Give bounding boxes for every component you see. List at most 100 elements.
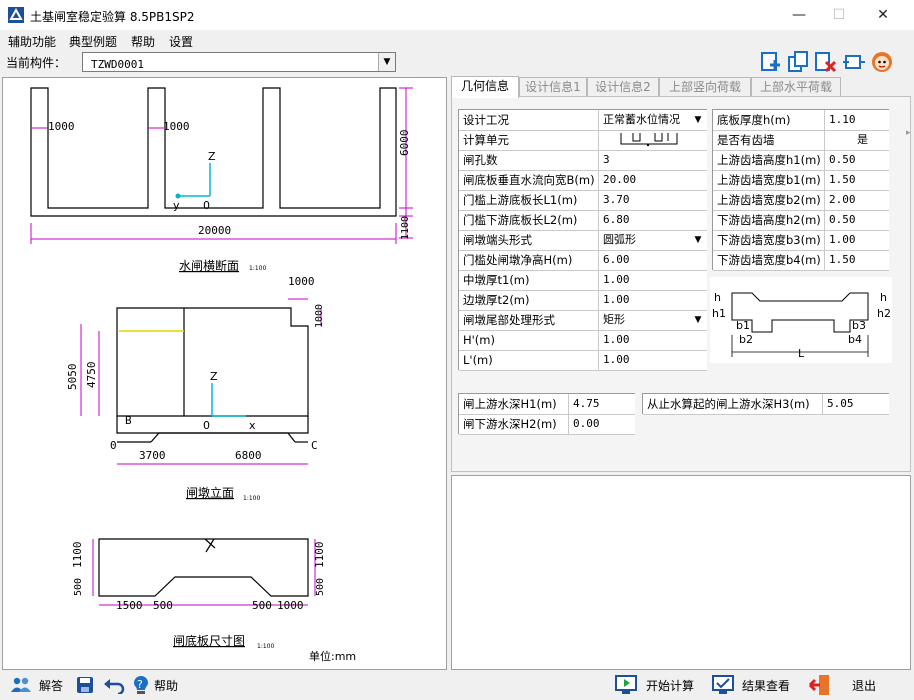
view-results-icon[interactable] <box>712 675 734 695</box>
help-button[interactable]: 帮助 <box>154 679 179 693</box>
grid-row-case[interactable]: 设计工况 正常蓄水位情况 ▼ <box>459 110 707 131</box>
start-calc-button[interactable]: 开始计算 <box>646 679 695 693</box>
svg-text:h: h <box>880 291 887 304</box>
dim-5050: 5050 <box>66 364 79 391</box>
user-avatar-icon[interactable] <box>869 50 895 74</box>
view-results-button[interactable]: 结果查看 <box>742 679 791 693</box>
dim-1000-d: 1000 <box>314 304 325 328</box>
grid-row-b1[interactable]: 上游齿墙宽度b1(m) 1.50 <box>713 170 889 191</box>
dim-1000-e: 1000 <box>277 599 304 612</box>
exit-icon[interactable] <box>808 674 832 696</box>
grid-row-t1[interactable]: 中墩厚t1(m) 1.00 <box>459 270 707 291</box>
grid-row-l1[interactable]: 门槛上游底板长L1(m) 3.70 <box>459 190 707 211</box>
point-c-label: C <box>311 439 318 452</box>
grid-row-h1[interactable]: 上游齿墙高度h1(m) 0.50 <box>713 150 889 171</box>
water-grid: 闸上游水深H1(m) 4.75 闸下游水深H2(m) 0.00 <box>458 393 635 435</box>
maximize-button[interactable]: ☐ <box>832 7 846 23</box>
grid-row-slab-thickness[interactable]: 底板厚度h(m) 1.10 <box>713 110 889 131</box>
tab-horizontal-load[interactable]: 上部水平荷载 <box>751 77 841 97</box>
geometry-grid: 设计工况 正常蓄水位情况 ▼ 计算单元 闸孔数 3 闸底板垂直水流向宽B(m) … <box>458 109 707 371</box>
grid-row-h-prime[interactable]: H'(m) 1.00 <box>459 330 707 351</box>
chevron-down-icon[interactable]: ▼ <box>694 235 702 245</box>
dim-4750: 4750 <box>85 362 98 389</box>
svg-text:h2: h2 <box>877 307 891 320</box>
dim-20000: 20000 <box>198 224 231 237</box>
app-logo-icon <box>8 7 24 23</box>
component-select[interactable]: TZWD0001 ▼ <box>82 52 396 72</box>
grid-row-has-cutoff[interactable]: 是否有齿墙 是 <box>713 130 889 151</box>
menu-item-examples[interactable]: 典型例题 <box>69 35 118 49</box>
grid-row-width[interactable]: 闸底板垂直水流向宽B(m) 20.00 <box>459 170 707 191</box>
answer-button[interactable]: 解答 <box>39 679 64 693</box>
side-collapse-icon[interactable]: ▸ <box>906 128 911 138</box>
help-icon[interactable]: ? <box>132 675 150 695</box>
axis-x-label: x <box>249 419 256 432</box>
grid-row-unit[interactable]: 计算单元 <box>459 130 707 151</box>
grid-row-h2[interactable]: 下游齿墙高度h2(m) 0.50 <box>713 210 889 231</box>
chevron-down-icon[interactable]: ▼ <box>694 315 702 325</box>
dim-1100: 1100 <box>400 216 411 240</box>
grid-row-b4[interactable]: 下游齿墙宽度b4(m) 1.50 <box>713 250 889 271</box>
window-title: 土基闸室稳定验算 8.5PB1SP2 <box>30 10 195 24</box>
grid-row-holes[interactable]: 闸孔数 3 <box>459 150 707 171</box>
menu-item-help[interactable]: 帮助 <box>131 35 156 49</box>
save-icon[interactable] <box>76 676 94 694</box>
grid-row-h2-water[interactable]: 闸下游水深H2(m) 0.00 <box>459 414 635 435</box>
section1-scale: 1:100 <box>249 265 266 272</box>
component-value: TZWD0001 <box>91 58 144 71</box>
chevron-down-icon[interactable]: ▼ <box>694 115 702 125</box>
tab-design-1[interactable]: 设计信息1 <box>519 77 587 97</box>
geometry-diagram: 1000 1000 20000 6000 1100 Z y 0 水闸横断面 1:… <box>30 87 413 663</box>
add-component-icon[interactable] <box>758 50 784 74</box>
axis-y-label: y <box>173 199 180 212</box>
axis-z2-label: Z <box>210 370 218 383</box>
copy-component-icon[interactable] <box>786 50 812 74</box>
dim-1000-a: 1000 <box>48 120 75 133</box>
slab-grid: 底板厚度h(m) 1.10 是否有齿墙 是 上游齿墙高度h1(m) 0.50 上… <box>712 109 889 271</box>
grid-row-pier-head[interactable]: 闸墩端头形式 圆弧形 ▼ <box>459 230 707 251</box>
answer-icon[interactable] <box>10 676 32 694</box>
grid-row-b2[interactable]: 上游齿墙宽度b2(m) 2.00 <box>713 190 889 211</box>
dim-1100-b: 1100 <box>71 542 84 569</box>
point-b-label: B <box>125 414 132 427</box>
grid-row-l2[interactable]: 门槛下游底板长L2(m) 6.80 <box>459 210 707 231</box>
grid-row-l-prime[interactable]: L'(m) 1.00 <box>459 350 707 371</box>
grid-row-h3-water[interactable]: 从止水算起的闸上游水深H3(m) 5.05 <box>643 394 889 415</box>
output-area[interactable] <box>451 475 911 670</box>
component-label: 当前构件： <box>6 56 67 70</box>
dim-1500: 1500 <box>116 599 143 612</box>
grid-row-height[interactable]: 门槛处闸墩净高H(m) 6.00 <box>459 250 707 271</box>
dim-1100-c: 1100 <box>313 542 326 569</box>
dim-500-b: 500 <box>153 599 173 612</box>
bottom-toolbar: 解答 ? 帮助 开始计算 结果查看 退出 <box>0 670 914 700</box>
grid-row-h1-water[interactable]: 闸上游水深H1(m) 4.75 <box>459 394 635 415</box>
svg-text:b4: b4 <box>848 333 862 346</box>
minimize-button[interactable]: — <box>792 7 806 23</box>
menu-item-settings[interactable]: 设置 <box>169 35 194 49</box>
grid-row-t2[interactable]: 边墩厚t2(m) 1.00 <box>459 290 707 311</box>
section1-title: 水闸横断面 <box>179 258 239 273</box>
point-0-label: 0 <box>110 439 117 452</box>
unit-label: 单位:mm <box>309 649 356 663</box>
export-icon[interactable] <box>841 50 867 74</box>
start-calc-icon[interactable] <box>615 675 637 695</box>
menu-bar: 辅助功能 典型例题 帮助 设置 <box>0 30 914 50</box>
water-grid-right: 从止水算起的闸上游水深H3(m) 5.05 <box>642 393 889 415</box>
grid-row-tail[interactable]: 闸墩尾部处理形式 矩形 ▼ <box>459 310 707 331</box>
undo-icon[interactable] <box>103 676 125 694</box>
dim-1000-b: 1000 <box>163 120 190 133</box>
menu-item-tools[interactable]: 辅助功能 <box>8 35 57 49</box>
svg-text:b2: b2 <box>739 333 753 346</box>
grid-row-b3[interactable]: 下游齿墙宽度b3(m) 1.00 <box>713 230 889 251</box>
tab-geometry[interactable]: 几何信息 <box>451 76 519 98</box>
drawing-panel: 1000 1000 20000 6000 1100 Z y 0 水闸横断面 1:… <box>2 77 447 670</box>
chevron-down-icon[interactable]: ▼ <box>378 53 395 71</box>
tab-design-2[interactable]: 设计信息2 <box>587 77 659 97</box>
tab-vertical-load[interactable]: 上部竖向荷载 <box>659 77 751 97</box>
dim-6000: 6000 <box>398 130 411 157</box>
dim-500-a: 500 <box>73 578 84 596</box>
close-button[interactable]: ✕ <box>877 7 889 23</box>
exit-button[interactable]: 退出 <box>852 679 877 693</box>
component-row: 当前构件： TZWD0001 ▼ <box>0 50 914 76</box>
delete-component-icon[interactable] <box>813 50 839 74</box>
